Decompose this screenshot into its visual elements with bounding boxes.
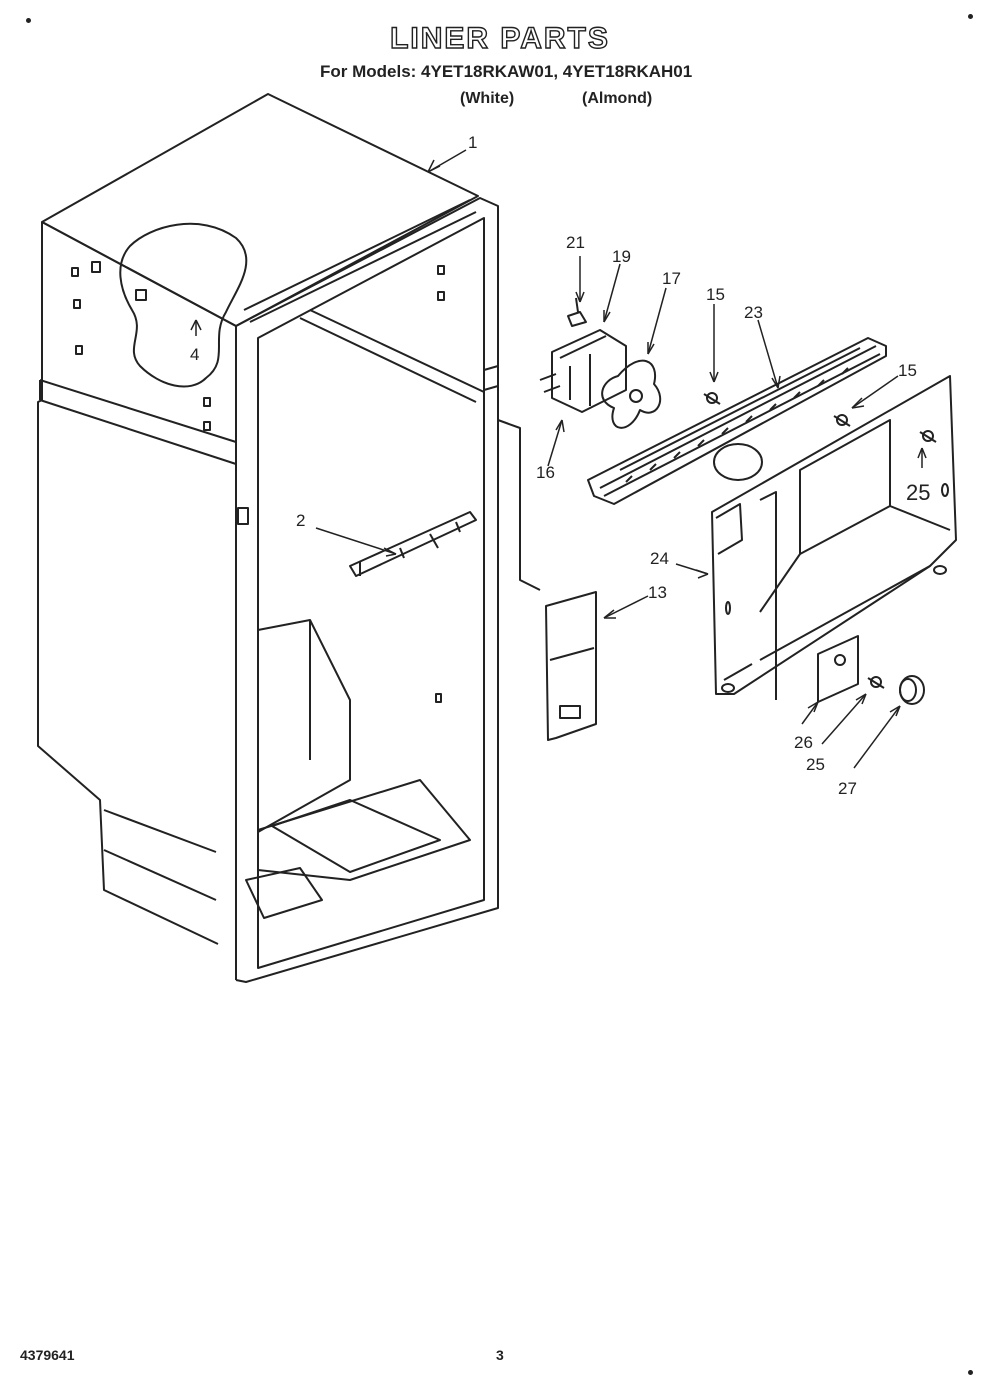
callout-15-right: 15 [898,361,917,380]
color-white-label: (White) [460,90,515,107]
callout-23: 23 [744,303,763,322]
evaporator-cover-part-24 [711,375,957,700]
shelf-support-part-2 [349,511,477,577]
callout-17: 17 [662,269,681,288]
callout-25-lower: 25 [806,755,825,774]
callout-25-upper: 25 [906,480,930,505]
page-title: LINER PARTS [389,21,610,55]
screw-25-upper [919,430,937,443]
callout-15-upper: 15 [706,285,725,304]
screw-part-25-lower [867,676,885,689]
screw-15-upper [703,392,721,405]
fan-motor-assembly [539,297,661,429]
knob-part-27 [899,675,925,705]
callout-21: 21 [566,233,585,252]
leader-lines [190,149,927,769]
callout-2: 2 [296,511,305,530]
callout-13: 13 [648,583,667,602]
callout-4: 4 [190,345,199,364]
corner-mark-top-left [26,18,31,23]
document-number: 4379641 [20,1347,75,1363]
page-number: 3 [496,1347,504,1363]
cabinet-liner [37,93,541,983]
callout-labels: 1 4 2 13 21 19 17 15 23 15 25 16 24 26 2… [190,133,930,798]
air-duct-part-23 [587,337,887,505]
screw-15-right [833,414,851,427]
color-almond-label: (Almond) [582,90,653,107]
corner-mark-top-right [968,14,973,19]
plate-part-26 [817,635,859,703]
corner-mark-bottom-right [968,1370,973,1375]
callout-24: 24 [650,549,669,568]
callout-16: 16 [536,463,555,482]
callout-26: 26 [794,733,813,752]
control-cover-part-13 [545,591,597,741]
models-line: For Models: 4YET18RKAW01, 4YET18RKAH01 [320,62,693,81]
callout-27: 27 [838,779,857,798]
callout-1: 1 [468,133,477,152]
callout-19: 19 [612,247,631,266]
